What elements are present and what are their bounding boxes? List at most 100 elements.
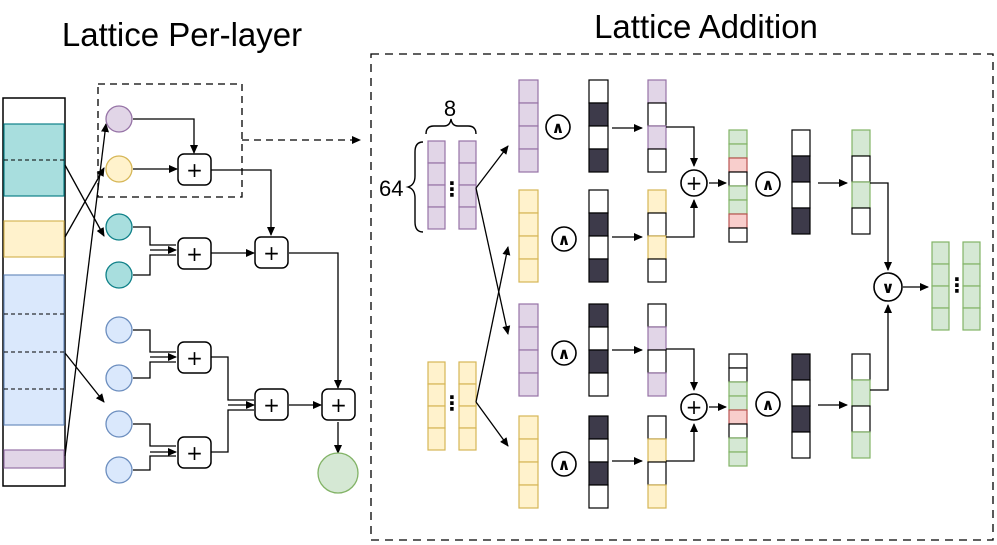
- vector-cell: [588, 326, 609, 351]
- height-brace: [405, 141, 424, 233]
- vector-blocks: [427, 79, 981, 509]
- vector-cell: [518, 258, 539, 283]
- add-symbol: +: [263, 241, 280, 265]
- teal-node: [105, 213, 133, 241]
- input-block-yellow: [427, 361, 446, 451]
- vector-cell: [851, 181, 871, 209]
- vector-cell: [588, 235, 609, 260]
- vector-cell: [647, 326, 667, 351]
- masked-result: [647, 303, 667, 397]
- vector-cell: [588, 125, 609, 150]
- vector-cell: [588, 258, 609, 283]
- vector-cell: [791, 405, 811, 433]
- yellow-block: [3, 220, 65, 258]
- vector-cell: [458, 140, 477, 164]
- add-op: +: [321, 388, 356, 421]
- vector-cell: [791, 353, 811, 381]
- add-op: +: [177, 436, 212, 469]
- vector-cell: [427, 206, 446, 230]
- vector-cell: [728, 199, 748, 215]
- yellow-node: [105, 155, 133, 183]
- add-op: +: [680, 393, 708, 421]
- left-edges: [64, 118, 342, 471]
- add-op: +: [177, 153, 212, 186]
- lattice-yellow: [518, 415, 539, 509]
- vector-cell: [791, 379, 811, 407]
- vector-cell: [851, 353, 871, 381]
- vector-cell: [518, 235, 539, 260]
- or-symbol: ∨: [882, 278, 895, 297]
- vector-cell: [647, 438, 667, 463]
- mask: [588, 303, 609, 397]
- vector-cell: [518, 189, 539, 214]
- vector-cell: [851, 207, 871, 235]
- vector-cell: [588, 303, 609, 328]
- add-symbol: +: [186, 158, 203, 182]
- vector-cell: [518, 148, 539, 173]
- right-edges: [475, 124, 929, 465]
- vector-cell: [458, 206, 477, 230]
- vector-cell: [728, 157, 748, 173]
- add-op: +: [254, 388, 289, 421]
- and-op: ∧: [755, 391, 781, 417]
- vector-cell: [647, 102, 667, 127]
- vector-cell: [518, 79, 539, 104]
- vector-cell: [962, 307, 981, 331]
- add-op: +: [177, 237, 212, 270]
- purple-block: [3, 449, 65, 469]
- and-symbol: ∧: [558, 344, 571, 363]
- vector-cell: [518, 438, 539, 463]
- blue-node: [105, 364, 133, 392]
- height-label: 64: [379, 176, 403, 201]
- lattice-yellow: [518, 189, 539, 283]
- vector-cell: [588, 349, 609, 374]
- vector-cell: [427, 427, 446, 451]
- vector-cell: [647, 189, 667, 214]
- vector-cell: [728, 409, 748, 425]
- and-symbol: ∧: [552, 118, 565, 137]
- vector-cell: [647, 79, 667, 104]
- vector-cell: [728, 423, 748, 439]
- sum-block: [728, 129, 748, 243]
- vector-cell: [728, 129, 748, 145]
- width-brace: [425, 118, 477, 135]
- add-symbol: +: [186, 242, 203, 266]
- vector-cell: [427, 140, 446, 164]
- vector-cell: [791, 129, 811, 157]
- vector-cell: [588, 438, 609, 463]
- highlight-box: [97, 83, 243, 198]
- sum-block: [728, 353, 748, 467]
- vector-cell: [851, 129, 871, 157]
- vector-cell: [458, 361, 477, 385]
- vector-cell: [728, 451, 748, 467]
- vector-cell: [518, 212, 539, 237]
- and-symbol: ∧: [558, 230, 571, 249]
- vector-cell: [791, 207, 811, 235]
- and-symbol: ∧: [762, 175, 775, 194]
- title-lattice-per-layer: Lattice Per-layer: [62, 16, 302, 53]
- mask: [588, 415, 609, 509]
- masked-result: [647, 189, 667, 283]
- input-block-purple: [427, 140, 446, 230]
- vector-cell: [728, 227, 748, 243]
- vector-cell: [647, 372, 667, 397]
- lattice-purple: [518, 303, 539, 397]
- and-op: ∧: [551, 451, 577, 477]
- vector-cell: [647, 303, 667, 328]
- and-symbol: ∧: [762, 395, 775, 414]
- vector-cell: [728, 171, 748, 187]
- vector-cell: [931, 307, 950, 331]
- vector-cell: [427, 361, 446, 385]
- teal-node: [105, 261, 133, 289]
- vector-cell: [647, 484, 667, 509]
- vector-cell: [728, 395, 748, 411]
- vector-cell: [728, 353, 748, 369]
- vector-cell: [647, 258, 667, 283]
- vector-cell: [518, 326, 539, 351]
- vector-cell: [588, 461, 609, 486]
- lattice-addition-box: [370, 53, 994, 541]
- mask: [588, 189, 609, 283]
- vector-cell: [728, 437, 748, 453]
- vector-cell: [647, 235, 667, 260]
- vector-cell: [518, 125, 539, 150]
